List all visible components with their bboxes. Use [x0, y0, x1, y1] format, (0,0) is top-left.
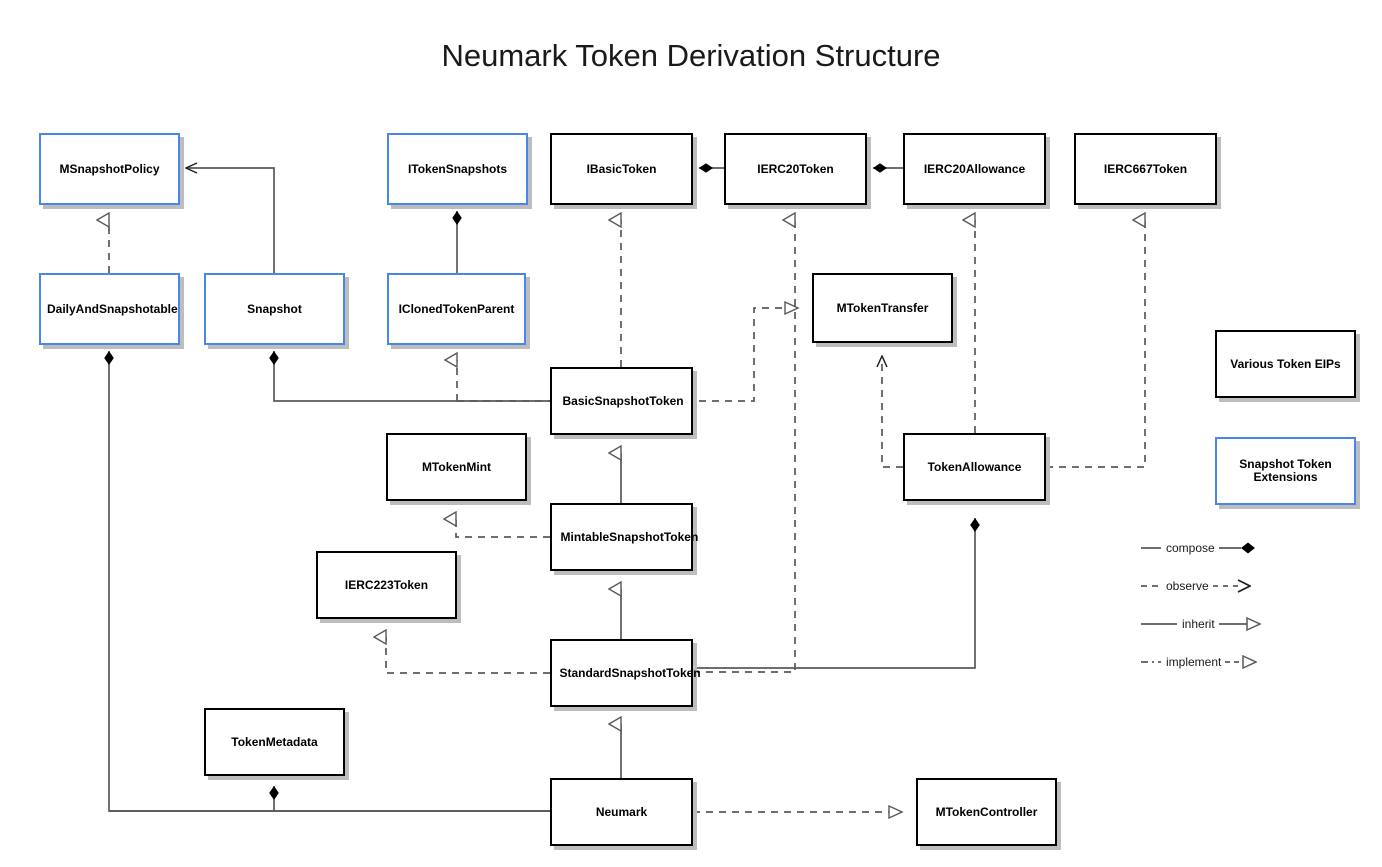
- legend-label-inherit: inherit: [1182, 617, 1215, 631]
- legend-marker-open-arrow-icon: [1212, 579, 1251, 593]
- node-standardsnapshottoken[interactable]: StandardSnapshotToken: [550, 639, 701, 707]
- node-label: IERC20Token: [757, 161, 834, 176]
- legend-line-inherit: [1141, 623, 1177, 625]
- node-label: Various Token EIPs: [1230, 356, 1341, 371]
- node-various-token-eips[interactable]: Various Token EIPs: [1215, 330, 1356, 398]
- rel-snapshot-basicsnapshottoken: [269, 351, 550, 402]
- rel-tokenallowance-ierc667token: [1046, 220, 1146, 468]
- rel-snapshot-msnapshotpolicy: [186, 168, 275, 273]
- node-ibasictoken[interactable]: IBasicToken: [550, 133, 693, 205]
- legend-item-compose: compose: [1140, 539, 1257, 557]
- node-tokenmetadata[interactable]: TokenMetadata: [204, 708, 345, 776]
- rel-standard-tokenallowance: [693, 518, 980, 669]
- legend-item-inherit: inherit: [1140, 615, 1261, 633]
- node-label: TokenAllowance: [927, 459, 1022, 474]
- legend-line-observe: [1141, 585, 1161, 587]
- node-label: Neumark: [595, 804, 648, 819]
- node-msnapshotpolicy[interactable]: MSnapshotPolicy: [39, 133, 180, 205]
- node-itokensnapshots[interactable]: ITokenSnapshots: [387, 133, 528, 205]
- legend-marker-filled-diamond-icon: [1218, 542, 1255, 554]
- node-label: BasicSnapshotToken: [562, 393, 684, 408]
- rel-mintable-mtokenmint: [456, 519, 550, 538]
- legend-line-compose: [1141, 547, 1161, 549]
- rel-standard-ierc20token: [693, 220, 796, 673]
- node-label: MSnapshotPolicy: [59, 161, 160, 176]
- node-label: MTokenMint: [421, 459, 492, 474]
- legend: compose observe inherit: [1130, 530, 1261, 680]
- legend-label-implement: implement: [1166, 655, 1222, 669]
- rel-tokenallowance-mtokentransfer: [882, 356, 903, 468]
- page-title: Neumark Token Derivation Structure: [441, 38, 941, 73]
- node-mintablesnapshottoken[interactable]: MintableSnapshotToken: [550, 503, 699, 571]
- node-label: TokenMetadata: [231, 734, 318, 749]
- node-dailyandsnapshotable[interactable]: DailyAndSnapshotable: [39, 273, 180, 345]
- node-mtokenmint[interactable]: MTokenMint: [386, 433, 527, 501]
- node-ierc667token[interactable]: IERC667Token: [1074, 133, 1217, 205]
- legend-label-compose: compose: [1166, 541, 1215, 555]
- node-mtokencontroller[interactable]: MTokenController: [916, 778, 1057, 846]
- node-label: IClonedTokenParent: [398, 301, 515, 316]
- node-label: MTokenController: [935, 804, 1038, 819]
- node-label: IBasicToken: [586, 161, 657, 176]
- node-label: IERC667Token: [1103, 161, 1188, 176]
- node-label: ITokenSnapshots: [407, 161, 508, 176]
- node-mtokentransfer[interactable]: MTokenTransfer: [812, 273, 953, 343]
- legend-label-observe: observe: [1166, 579, 1209, 593]
- legend-marker-hollow-triangle-dashed-icon: [1225, 654, 1258, 670]
- node-tokenallowance[interactable]: TokenAllowance: [903, 433, 1046, 501]
- node-neumark[interactable]: Neumark: [550, 778, 693, 846]
- node-label: DailyAndSnapshotable: [47, 301, 178, 316]
- legend-item-observe: observe: [1140, 577, 1251, 595]
- rel-standard-ierc223token: [386, 637, 550, 674]
- legend-item-implement: implement: [1140, 653, 1258, 671]
- legend-marker-hollow-triangle-icon: [1218, 616, 1261, 632]
- node-label: MintableSnapshotToken: [560, 529, 699, 544]
- node-ierc223token[interactable]: IERC223Token: [316, 551, 457, 619]
- node-iclonedtokenparent[interactable]: IClonedTokenParent: [387, 273, 526, 345]
- node-label: Snapshot: [247, 301, 302, 316]
- legend-line-implement: [1141, 661, 1161, 663]
- node-label: StandardSnapshotToken: [559, 665, 701, 680]
- node-ierc20token[interactable]: IERC20Token: [724, 133, 867, 205]
- node-label: IERC20Allowance: [923, 161, 1026, 176]
- node-label: Snapshot Token Extensions: [1239, 457, 1332, 484]
- node-ierc20allowance[interactable]: IERC20Allowance: [903, 133, 1046, 205]
- node-basicsnapshottoken[interactable]: BasicSnapshotToken: [550, 367, 693, 435]
- node-label: MTokenTransfer: [836, 300, 929, 315]
- rel-basicsnapshottoken-mtokentransfer: [699, 308, 798, 402]
- node-snapshot-token-extensions[interactable]: Snapshot Token Extensions: [1215, 437, 1356, 505]
- node-snapshot[interactable]: Snapshot: [204, 273, 345, 345]
- node-label: IERC223Token: [344, 577, 429, 592]
